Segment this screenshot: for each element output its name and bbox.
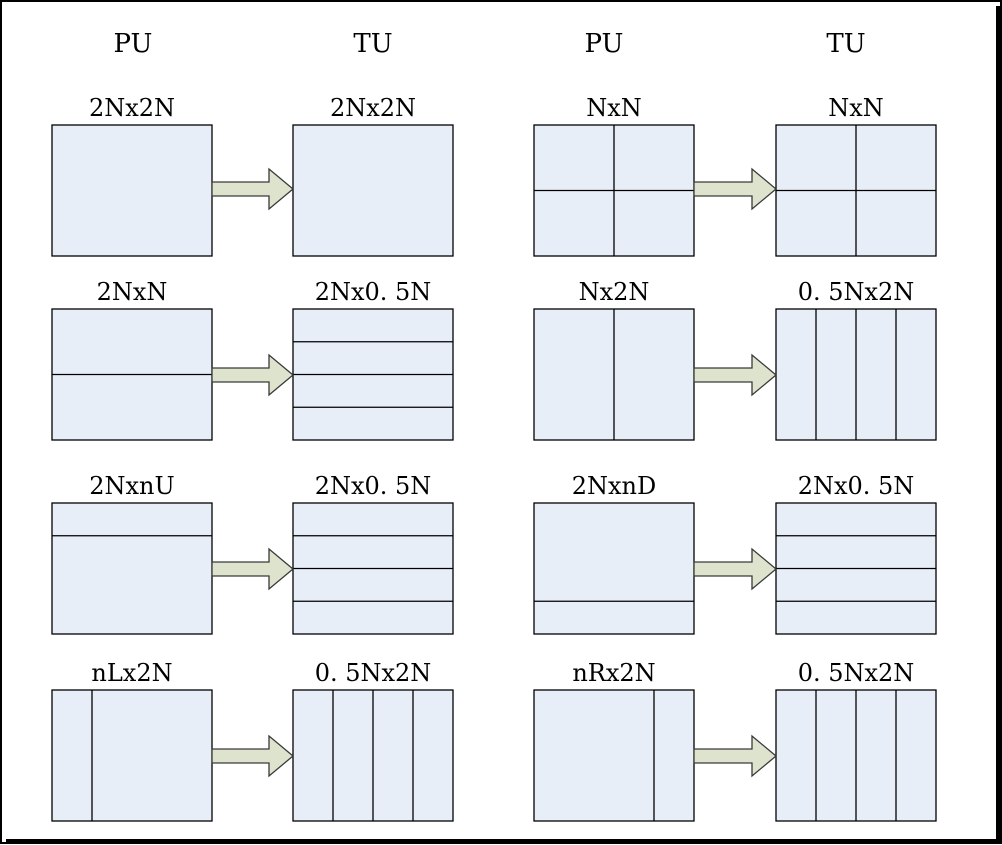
row-1-right-arrow — [693, 167, 778, 211]
row-1-left-tu-label: 2Nx2N — [330, 94, 416, 122]
row-2-left-pu-label: 2NxN — [97, 278, 168, 306]
row-4-left-arrow — [211, 734, 295, 778]
frame-shadow-right — [996, 6, 1001, 844]
row-1-right-pu-label: NxN — [586, 94, 642, 122]
row-1-right-tu-label: NxN — [828, 94, 884, 122]
frame-shadow-bottom — [6, 839, 1001, 844]
row-4-right-pu-block — [533, 689, 695, 822]
row-2-right-arrow — [693, 353, 778, 397]
row-3-right-arrow — [693, 547, 778, 591]
row-2-right-pu-label: Nx2N — [579, 278, 650, 306]
row-1-left-arrow — [211, 167, 295, 211]
header-tu-right: TU — [826, 29, 865, 59]
header-pu-left: PU — [114, 29, 153, 59]
row-1-left-pu-label: 2Nx2N — [89, 94, 175, 122]
row-1-left-tu-block — [292, 124, 454, 257]
row-3-right-pu-block — [533, 502, 695, 635]
row-4-left-pu-label: nLx2N — [91, 659, 172, 687]
partition-rows: 2Nx2N 2Nx2N NxN NxN 2NxN 2Nx0. 5N Nx2N 0. 5Nx2N… — [51, 94, 937, 822]
row-3-left-pu-block — [51, 502, 213, 635]
row-2-left-arrow — [211, 353, 295, 397]
row-1-left-pu-block — [51, 124, 213, 257]
row-4-left-tu-label: 0. 5Nx2N — [315, 659, 432, 687]
header-tu-left: TU — [353, 29, 392, 59]
row-3-right-tu-label: 2Nx0. 5N — [798, 472, 915, 500]
row-3-left-tu-label: 2Nx0. 5N — [315, 472, 432, 500]
row-4-right-arrow — [693, 734, 778, 778]
row-4-right-pu-label: nRx2N — [572, 659, 655, 687]
row-3-right-pu-label: 2NxnD — [572, 472, 657, 500]
row-4-left-pu-block — [51, 689, 213, 822]
header-pu-right: PU — [585, 29, 624, 59]
row-2-right-tu-label: 0. 5Nx2N — [798, 278, 915, 306]
row-4-right-tu-label: 0. 5Nx2N — [798, 659, 915, 687]
row-3-left-arrow — [211, 547, 295, 591]
row-2-left-tu-label: 2Nx0. 5N — [315, 278, 432, 306]
row-3-left-pu-label: 2NxnU — [89, 472, 175, 500]
